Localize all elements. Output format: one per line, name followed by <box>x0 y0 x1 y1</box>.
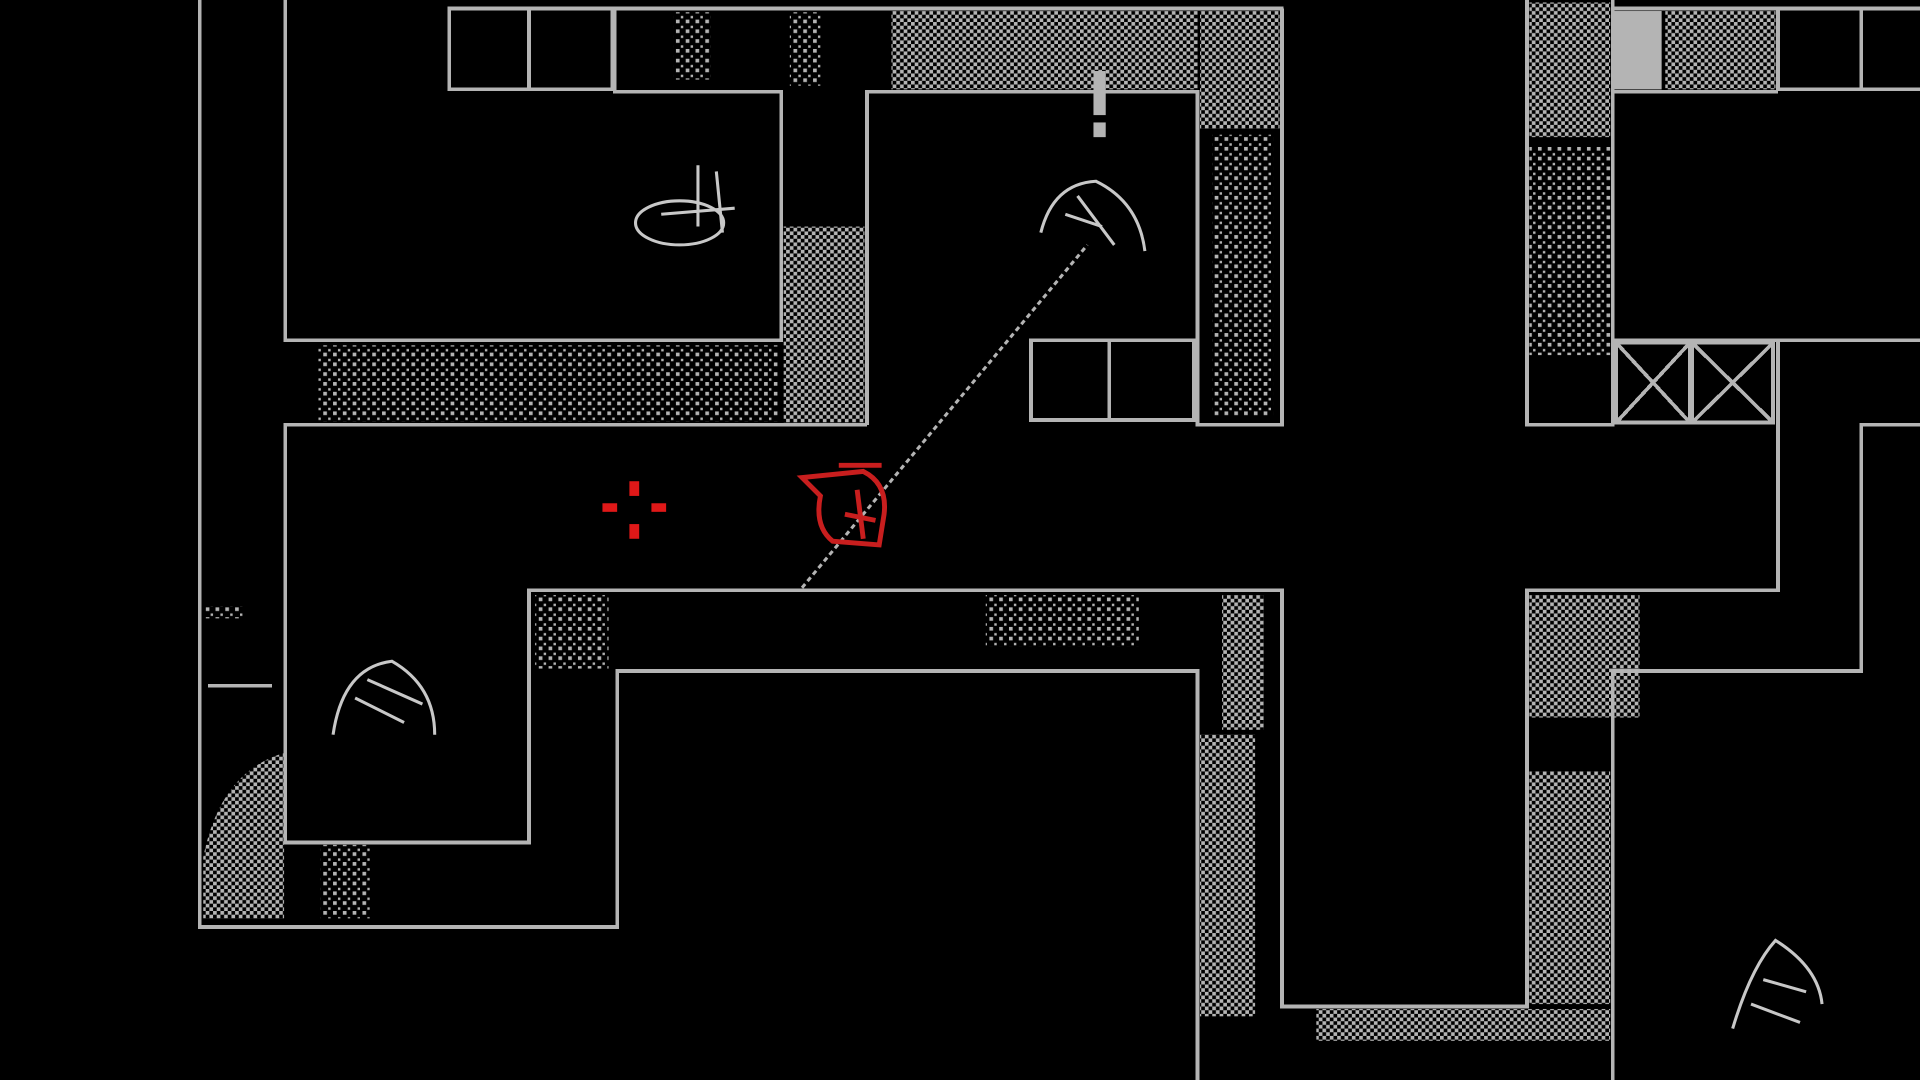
crate-crossed <box>1614 341 1775 425</box>
enemy-left-room <box>331 659 437 735</box>
crosshair-icon <box>602 481 667 539</box>
enemy-top-center-room <box>1039 179 1147 252</box>
debris-patterns <box>203 2 1776 1041</box>
player-character <box>796 462 888 548</box>
aim-line <box>800 243 1089 589</box>
exclamation-icon <box>1093 71 1106 138</box>
enemy-bottom-right <box>1731 938 1824 1030</box>
level-walls <box>197 0 1920 1080</box>
enemy-top-left-room <box>633 165 735 247</box>
